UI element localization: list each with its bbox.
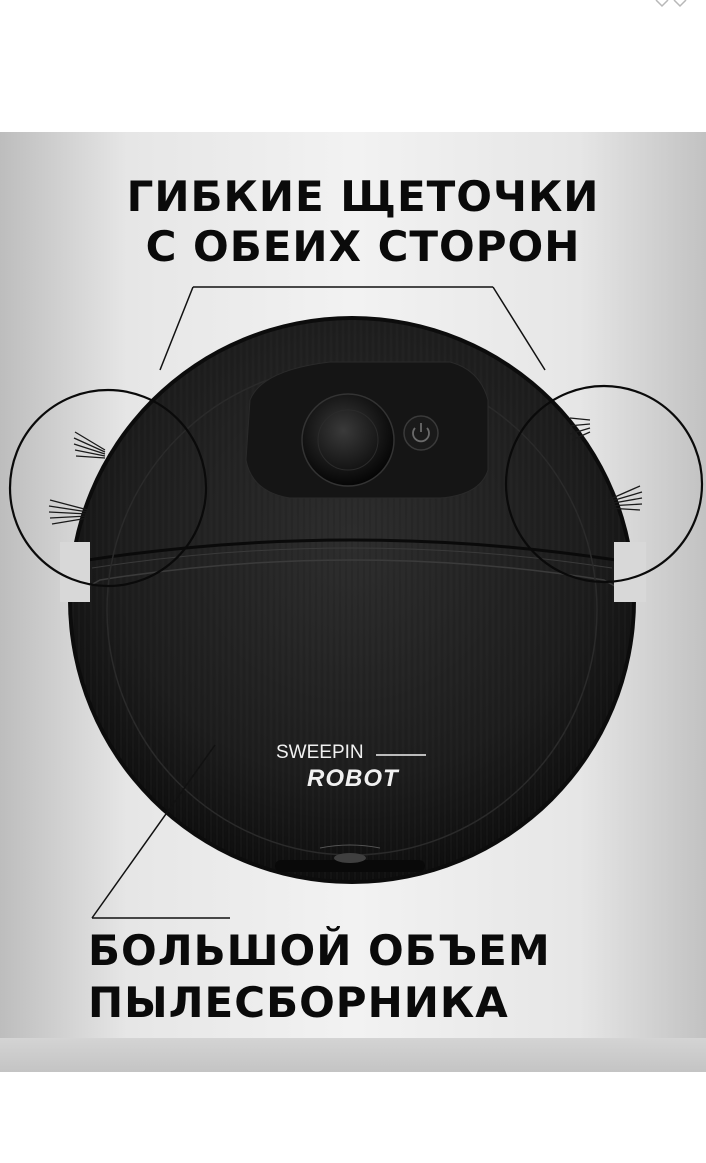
headline-brushes: ГИБКИЕ ЩЕТОЧКИ С ОБЕИХ СТОРОН xyxy=(0,172,706,272)
robot-main-knob xyxy=(301,393,395,487)
right-brush-highlight-circle xyxy=(504,384,704,584)
floor-strip xyxy=(0,1038,706,1072)
callout-lines-bottom xyxy=(91,744,230,919)
headline-brushes-line-2: С ОБЕИХ СТОРОН xyxy=(145,222,581,271)
headline-dustbin-line-2: ПЫЛЕСБОРНИКА xyxy=(88,978,509,1027)
corner-chevron-icon xyxy=(655,0,687,8)
headline-brushes-line-1: ГИБКИЕ ЩЕТОЧКИ xyxy=(126,172,600,221)
right-side-brush xyxy=(567,417,643,511)
left-brush-highlight-circle xyxy=(8,388,208,588)
power-button-icon xyxy=(403,415,439,451)
brand-line-1: SWEEPIN xyxy=(276,742,364,763)
robot-brand-logo: SWEEPIN ROBOT xyxy=(276,742,426,792)
robot-body xyxy=(60,316,646,884)
headline-dustbin: БОЛЬШОЙ ОБЪЕМ ПЫЛЕСБОРНИКА xyxy=(88,925,551,1029)
callout-lines-top xyxy=(159,286,546,371)
headline-dustbin-line-1: БОЛЬШОЙ ОБЪЕМ xyxy=(88,926,551,975)
brand-line-2: ROBOT xyxy=(307,765,400,792)
left-side-brush xyxy=(48,431,106,525)
robot-front-leds xyxy=(275,844,425,872)
